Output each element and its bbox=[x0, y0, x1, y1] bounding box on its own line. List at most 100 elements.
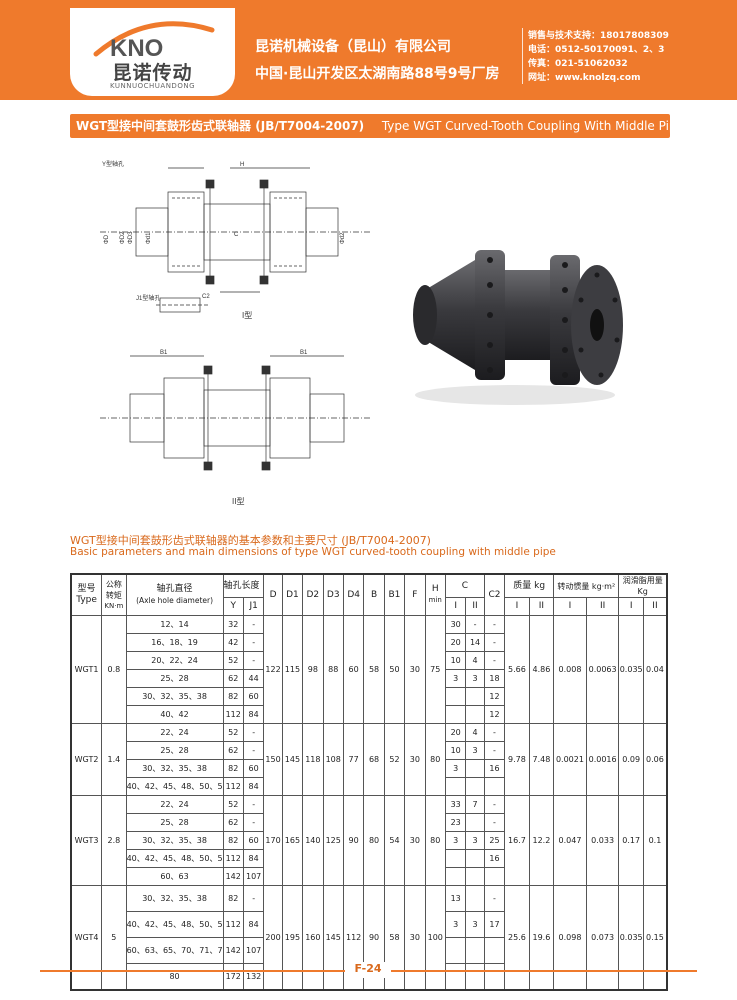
cell-inertia-i: 0.008 bbox=[553, 615, 587, 724]
cell-c2: - bbox=[483, 741, 506, 760]
contact-website[interactable]: 网址：www.knolzq.com bbox=[528, 73, 641, 83]
table-row: 40、42、45、48、50、55、561128416 bbox=[71, 849, 667, 868]
col-b1: B1 bbox=[383, 573, 406, 616]
col-c-i: I bbox=[444, 597, 467, 616]
cell-length-j1: - bbox=[242, 813, 265, 832]
col-mass: 质量 kg bbox=[504, 573, 555, 598]
footer-line-right bbox=[391, 970, 697, 972]
cell-length-j1: - bbox=[242, 723, 265, 742]
col-d: D bbox=[263, 573, 283, 616]
cell-length-y: 82 bbox=[222, 831, 244, 850]
cell-bore: 25、28 bbox=[125, 813, 224, 832]
cell-torque: 0.8 bbox=[101, 615, 127, 724]
label-c2: C2 bbox=[202, 294, 210, 300]
cell-b: 80 bbox=[363, 795, 385, 886]
col-inertia: 转动惯量 kg·m² bbox=[553, 573, 620, 598]
cell-length-y: 112 bbox=[222, 705, 244, 724]
cell-d: 170 bbox=[263, 795, 283, 886]
cell-type: WGT1 bbox=[70, 615, 103, 724]
cell-length-y: 82 bbox=[222, 687, 244, 706]
cell-length-y: 62 bbox=[222, 669, 244, 688]
cell-f: 30 bbox=[404, 795, 426, 886]
cell-length-j1: 44 bbox=[242, 669, 265, 688]
cell-inertia-ii: 0.073 bbox=[585, 885, 620, 990]
cell-c-i: 23 bbox=[444, 813, 467, 832]
cell-length-y: 52 bbox=[222, 651, 244, 670]
cell-torque: 2.8 bbox=[101, 795, 127, 886]
cell-c-ii bbox=[465, 867, 485, 886]
cell-c-ii: - bbox=[465, 615, 485, 634]
cell-length-y: 82 bbox=[222, 885, 244, 912]
cell-d4: 60 bbox=[342, 615, 365, 724]
cell-length-j1: - bbox=[242, 651, 265, 670]
label-d2: ΦD2 bbox=[120, 231, 126, 244]
cell-f: 30 bbox=[404, 723, 426, 796]
label-type-ii: II型 bbox=[232, 497, 244, 506]
cell-grease-i: 0.035 bbox=[618, 885, 644, 990]
cell-c-ii bbox=[465, 759, 485, 778]
cell-bore: 12、14 bbox=[125, 615, 224, 634]
label-b1-left: B1 bbox=[160, 350, 168, 356]
cell-c-i bbox=[444, 777, 467, 796]
cell-c2: - bbox=[483, 651, 506, 670]
cell-c2: 17 bbox=[483, 911, 506, 938]
cell-d3: 88 bbox=[322, 615, 344, 724]
cell-c2 bbox=[483, 777, 506, 796]
cell-length-y: 112 bbox=[222, 777, 244, 796]
cell-d4: 77 bbox=[342, 723, 365, 796]
contact-block: 销售与技术支持：18017808309 电话：0512-50170091、2、3… bbox=[528, 29, 669, 85]
cell-length-j1: - bbox=[242, 615, 265, 634]
logo-chinese-name: 昆诺传动 bbox=[112, 62, 193, 84]
cell-b: 68 bbox=[363, 723, 385, 796]
cell-bore: 40、42、45、48、50、55、56 bbox=[125, 777, 224, 796]
cell-bore: 60、63、65、70、71、75 bbox=[125, 937, 224, 964]
cell-c-ii: 3 bbox=[465, 911, 485, 938]
footer bbox=[0, 965, 737, 975]
cell-length-j1: - bbox=[242, 741, 265, 760]
cell-c-ii bbox=[465, 937, 485, 964]
cell-bore: 30、32、35、38 bbox=[125, 759, 224, 778]
cell-c2: 16 bbox=[483, 759, 506, 778]
cell-c-ii bbox=[465, 687, 485, 706]
cell-length-j1: 107 bbox=[242, 937, 265, 964]
cell-b: 58 bbox=[363, 615, 385, 724]
cell-length-j1: - bbox=[242, 795, 265, 814]
cell-c2: - bbox=[483, 813, 506, 832]
cell-c2: - bbox=[483, 723, 506, 742]
label-d: ΦD bbox=[104, 234, 110, 244]
cell-c2 bbox=[483, 963, 506, 990]
cell-c2 bbox=[483, 937, 506, 964]
company-address: 中国·昆山开发区太湖南路88号9号厂房 bbox=[255, 66, 500, 82]
header-band: KNO 昆诺传动 KUNNUOCHUANDONG 昆诺机械设备（昆山）有限公司 … bbox=[0, 0, 737, 100]
cell-mass-ii: 7.48 bbox=[528, 723, 555, 796]
contact-sales: 销售与技术支持：18017808309 bbox=[528, 31, 669, 41]
cell-c-ii bbox=[465, 813, 485, 832]
cell-length-y: 62 bbox=[222, 813, 244, 832]
logo-english-name: KUNNUOCHUANDONG bbox=[110, 82, 195, 90]
col-c-ii: II bbox=[465, 597, 485, 616]
col-y: Y bbox=[222, 597, 244, 616]
cell-bore: 80 bbox=[125, 963, 224, 990]
cell-length-y: 52 bbox=[222, 723, 244, 742]
product-title-bar: WGT型接中间套鼓形齿式联轴器 (JB/T7004-2007) Type WGT… bbox=[70, 114, 684, 138]
cell-length-j1: 84 bbox=[242, 849, 265, 868]
cell-mass-ii: 12.2 bbox=[528, 795, 555, 886]
cell-c-ii: 3 bbox=[465, 669, 485, 688]
title-chinese: WGT型接中间套鼓形齿式联轴器 (JB/T7004-2007) bbox=[76, 119, 365, 133]
cell-c-ii: 7 bbox=[465, 795, 485, 814]
cell-b1: 50 bbox=[383, 615, 406, 724]
cell-c-ii: 3 bbox=[465, 831, 485, 850]
cell-c2: - bbox=[483, 633, 506, 652]
cell-c-ii bbox=[465, 885, 485, 912]
type-ii-drawing bbox=[100, 355, 370, 471]
cell-bore: 22、24 bbox=[125, 795, 224, 814]
cell-grease-i: 0.17 bbox=[618, 795, 644, 886]
cell-c-ii: 4 bbox=[465, 651, 485, 670]
